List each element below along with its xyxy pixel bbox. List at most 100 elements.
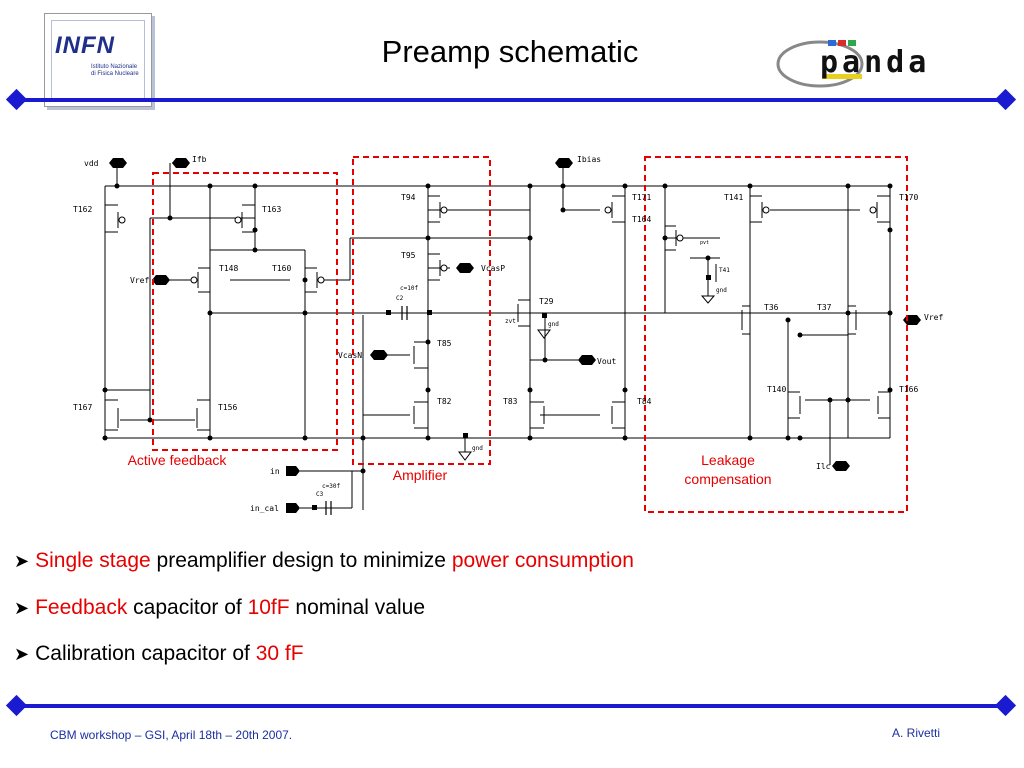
transistor-t36: [741, 305, 750, 335]
label-c3: C3: [316, 491, 324, 498]
label-c2: C2: [396, 295, 404, 302]
region-label-leakage-line1: Leakage: [701, 452, 755, 468]
label-t36: T36: [764, 303, 779, 312]
label-t95: T95: [401, 251, 416, 260]
region-label-leakage-line2: compensation: [684, 471, 772, 487]
transistor-t83: [530, 401, 545, 429]
pin-vdd: [109, 158, 127, 168]
region-label-active-feedback: Active feedback: [127, 452, 227, 468]
label-t171: T171: [632, 193, 651, 202]
label-pvt: pvt: [700, 240, 709, 246]
pin-in-cal: [286, 503, 300, 513]
pin-in: [286, 466, 300, 476]
bullet-2-part-3: 10fF: [247, 596, 290, 619]
panda-logo-swoosh: [776, 40, 864, 88]
pin-ilc: [832, 461, 850, 471]
label-t85: T85: [437, 339, 452, 348]
bullet-1-part-1: Single stage: [35, 549, 151, 572]
label-t166: T166: [899, 385, 918, 394]
label-zvt: zvt: [505, 318, 516, 325]
label-gnd-t29: gnd: [548, 321, 559, 328]
bullet-1-part-3: power consumption: [451, 549, 634, 572]
bottom-rule: [14, 704, 1006, 708]
label-t141: T141: [724, 193, 743, 202]
label-t156: T156: [218, 403, 237, 412]
top-rule: [14, 98, 1006, 102]
bullet-3: ➤Calibration capacitor of 30 fF: [14, 642, 304, 666]
transistor-t170: [876, 195, 890, 223]
transistor-t95: [428, 253, 441, 281]
label-in-cal: in_cal: [250, 504, 279, 513]
region-active-feedback: [152, 172, 338, 451]
bullet-3-part-2: 30 fF: [255, 642, 304, 665]
footer-author: A. Rivetti: [892, 726, 941, 740]
transistor-t85: [413, 341, 428, 369]
transistor-t141: [750, 195, 763, 223]
bullet-arrow-icon: ➤: [14, 644, 30, 664]
bullet-2: ➤Feedback capacitor of 10fF nominal valu…: [14, 596, 425, 620]
transistor-t140: [788, 391, 801, 419]
transistor-t167: [105, 399, 119, 431]
bullet-3-part-1: Calibration capacitor of: [35, 642, 256, 665]
gnd-symbol-t41: [700, 295, 716, 304]
transistor-t160: [305, 267, 318, 293]
label-t82: T82: [437, 397, 452, 406]
label-t94: T94: [401, 193, 416, 202]
bullet-arrow-icon: ➤: [14, 551, 30, 571]
transistor-t84: [611, 401, 625, 429]
transistor-t163: [241, 204, 255, 233]
region-amplifier: [352, 156, 491, 465]
pin-vout: [578, 355, 596, 365]
bullet-2-part-2: capacitor of: [127, 596, 248, 619]
label-gnd-t41: gnd: [716, 287, 727, 294]
pin-ibias: [555, 158, 573, 168]
label-ifb: Ifb: [192, 155, 207, 164]
gnd-symbol-amplifier: [458, 451, 472, 461]
bullet-1: ➤Single stage preamplifier design to min…: [14, 549, 634, 573]
label-t170: T170: [899, 193, 918, 202]
footer-event: CBM workshop – GSI, April 18th – 20th 20…: [50, 728, 293, 742]
label-vout: Vout: [597, 357, 616, 366]
label-ibias: Ibias: [577, 155, 601, 164]
bullet-arrow-icon: ➤: [14, 598, 30, 618]
label-t164: T164: [632, 215, 651, 224]
label-t148: T148: [219, 264, 238, 273]
transistor-t37: [848, 305, 857, 335]
label-in: in: [270, 467, 280, 476]
page-title: Preamp schematic: [381, 34, 639, 69]
label-t140: T140: [767, 385, 786, 394]
label-gnd-amplifier: gnd: [472, 445, 483, 452]
panda-logo-dot-red: [838, 40, 846, 46]
panda-logo-dot-blue: [828, 40, 836, 46]
gnd-symbol-t29: [537, 329, 551, 339]
transistor-t166: [877, 391, 890, 419]
label-t37: T37: [817, 303, 832, 312]
panda-logo-word: panda: [820, 45, 930, 80]
pin-vcasp: [456, 263, 474, 273]
transistor-t148: [197, 267, 210, 293]
pin-vref-left: [152, 275, 170, 285]
label-vref-left: Vref: [130, 276, 149, 285]
label-t84: T84: [637, 397, 652, 406]
label-t167: T167: [73, 403, 92, 412]
label-vcasp: VcasP: [481, 264, 505, 273]
panda-logo: panda: [776, 40, 930, 88]
label-ilc: Ilc: [816, 462, 831, 471]
transistor-t171: [611, 195, 625, 223]
transistor-t164: [665, 225, 677, 251]
region-leakage-compensation: [644, 156, 908, 513]
infn-logo-word: INFN: [55, 32, 115, 59]
transistor-t82: [413, 401, 428, 429]
bullet-2-part-1: Feedback: [35, 596, 128, 619]
panda-logo-bar-yellow: [822, 74, 862, 79]
label-c3-value: c=30f: [322, 483, 340, 490]
bullet-1-part-2: preamplifier design to minimize: [150, 549, 452, 572]
infn-logo-subtitle: Istituto Nazionale di Fisica Nucleare: [91, 64, 139, 77]
transistor-t156: [196, 399, 210, 431]
label-vdd: vdd: [84, 159, 99, 168]
label-t83: T83: [503, 397, 518, 406]
pin-vref-right: [903, 315, 921, 325]
label-t29: T29: [539, 297, 554, 306]
region-label-amplifier: Amplifier: [392, 467, 448, 483]
